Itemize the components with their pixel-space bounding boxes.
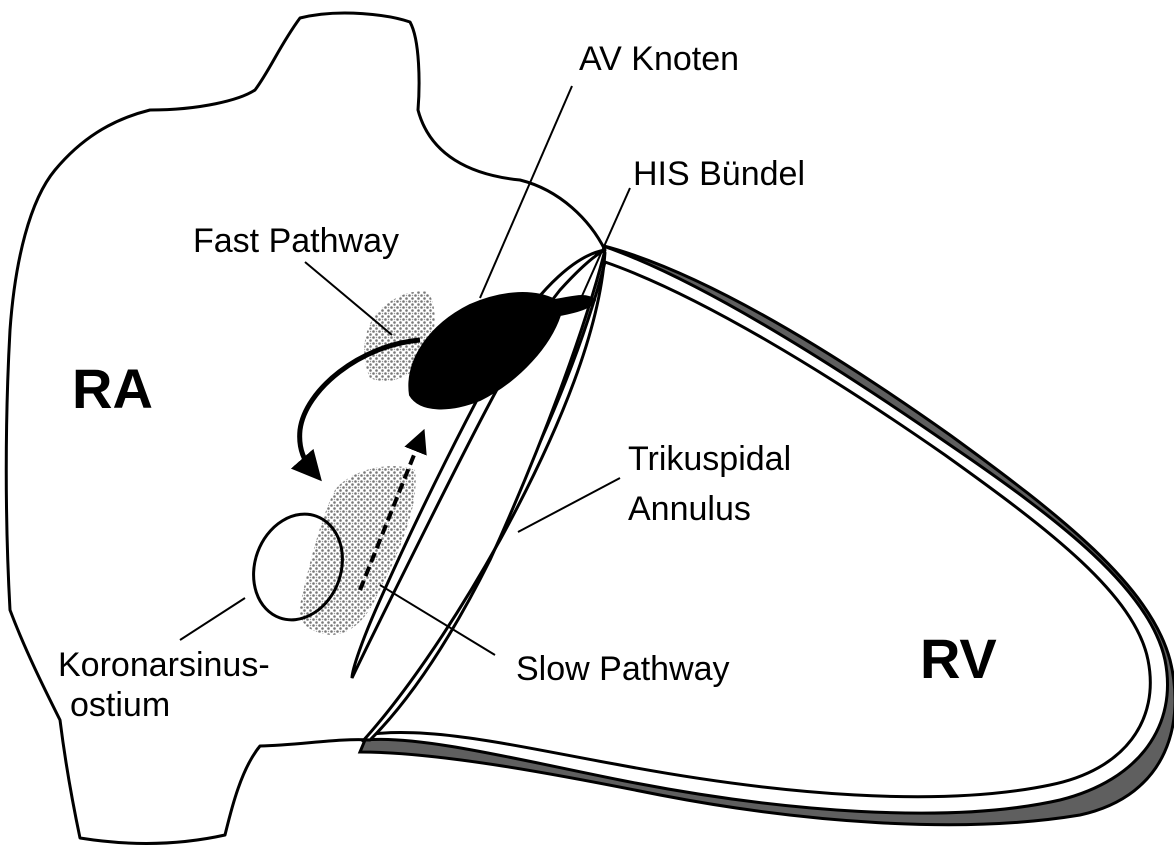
label-slow-pathway: Slow Pathway [516,650,730,688]
label-his-bundle: HIS Bündel [633,155,805,193]
label-rv: RV [920,627,997,690]
label-tricuspid-line1: Trikuspidal [628,440,791,478]
label-ra: RA [72,357,153,420]
label-cs-ostium-line1: Koronarsinus- [58,646,270,684]
label-fast-pathway: Fast Pathway [193,222,399,260]
label-tricuspid-line2: Annulus [628,490,751,528]
label-av-node: AV Knoten [579,40,739,78]
label-cs-ostium-line2: ostium [70,686,170,724]
